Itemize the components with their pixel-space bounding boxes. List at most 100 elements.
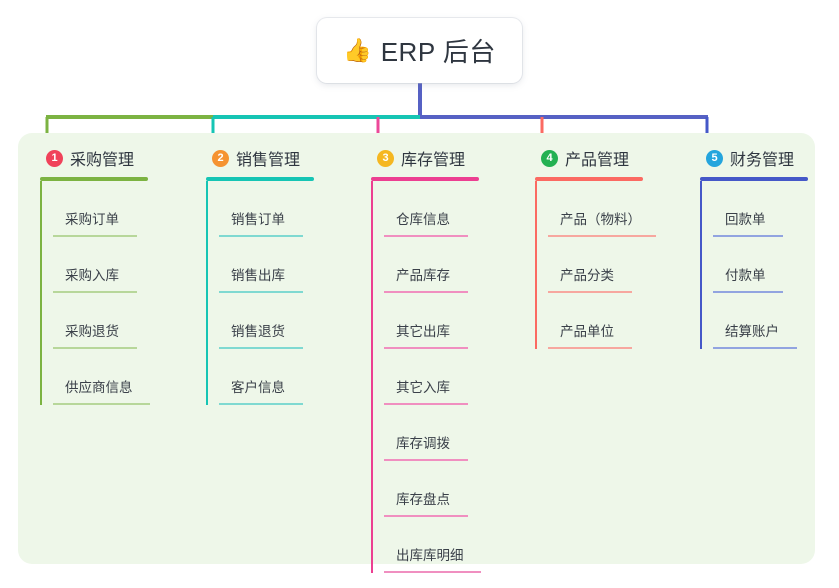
list-item[interactable]: 客户信息: [219, 349, 314, 405]
list-item-label: 采购入库: [65, 268, 119, 283]
column-header-rule-1: [40, 177, 148, 181]
list-item-label: 产品分类: [560, 268, 614, 283]
list-item-rule: [384, 403, 468, 405]
list-item[interactable]: 产品单位: [548, 293, 643, 349]
column-5: 5 财务管理回款单付款单结算账户: [700, 146, 808, 349]
list-item-label: 产品（物料）: [560, 212, 641, 227]
list-item[interactable]: 采购退货: [53, 293, 148, 349]
list-item-rule: [219, 235, 303, 237]
column-header-rule-4: [535, 177, 643, 181]
list-item-rule: [548, 235, 656, 237]
list-item-rule: [219, 403, 303, 405]
list-item-rule: [53, 403, 150, 405]
list-item[interactable]: 付款单: [713, 237, 808, 293]
list-item-label: 库存调拨: [396, 436, 450, 451]
column-1: 1 采购管理采购订单采购入库采购退货供应商信息: [40, 146, 150, 405]
list-item[interactable]: 回款单: [713, 181, 808, 237]
column-header-5[interactable]: 5 财务管理: [700, 146, 808, 170]
list-item[interactable]: 产品库存: [384, 237, 479, 293]
column-badge-2: 2: [212, 149, 229, 167]
list-item[interactable]: 产品（物料）: [548, 181, 656, 237]
column-items-4: 产品（物料） 产品分类产品单位: [535, 181, 656, 349]
column-2: 2 销售管理销售订单销售出库销售退货客户信息: [206, 146, 314, 405]
list-item[interactable]: 库存盘点: [384, 461, 479, 517]
column-header-rule-2: [206, 177, 314, 181]
list-item-label: 结算账户: [725, 324, 779, 339]
column-header-rule-3: [371, 177, 479, 181]
list-item[interactable]: 销售出库: [219, 237, 314, 293]
column-badge-1: 1: [46, 149, 63, 167]
list-item[interactable]: 销售订单: [219, 181, 314, 237]
list-item[interactable]: 库存调拨: [384, 405, 479, 461]
column-spine-5: [700, 181, 702, 349]
thumbs-up-icon: 👍: [343, 37, 372, 63]
root-node[interactable]: 👍 ERP 后台: [317, 18, 522, 83]
list-item-label: 客户信息: [231, 380, 285, 395]
column-title-5: 财务管理: [730, 152, 795, 169]
list-item-rule: [384, 459, 468, 461]
column-3: 3 库存管理仓库信息产品库存其它出库其它入库库存调拨库存盘点出库库明细: [371, 146, 481, 573]
list-item-rule: [53, 235, 137, 237]
list-item-rule: [548, 291, 632, 293]
column-title-3: 库存管理: [401, 152, 466, 169]
list-item-label: 产品库存: [396, 268, 450, 283]
list-item-rule: [548, 347, 632, 349]
list-item-label: 仓库信息: [396, 212, 450, 227]
list-item-label: 销售出库: [231, 268, 285, 283]
column-header-1[interactable]: 1 采购管理: [40, 146, 148, 170]
list-item-rule: [384, 515, 468, 517]
column-badge-5: 5: [706, 149, 723, 167]
column-items-1: 采购订单采购入库采购退货供应商信息: [40, 181, 150, 405]
list-item[interactable]: 仓库信息: [384, 181, 479, 237]
column-header-2[interactable]: 2 销售管理: [206, 146, 314, 170]
list-item[interactable]: 销售退货: [219, 293, 314, 349]
list-item[interactable]: 产品分类: [548, 237, 643, 293]
list-item-rule: [384, 291, 468, 293]
column-4: 4 产品管理产品（物料） 产品分类产品单位: [535, 146, 656, 349]
column-spine-2: [206, 181, 208, 405]
column-spine-3: [371, 181, 373, 573]
column-title-2: 销售管理: [236, 152, 301, 169]
list-item-label: 回款单: [725, 212, 766, 227]
list-item[interactable]: 出库库明细: [384, 517, 481, 573]
list-item-label: 销售订单: [231, 212, 285, 227]
list-item-label: 采购订单: [65, 212, 119, 227]
list-item[interactable]: 其它出库: [384, 293, 479, 349]
list-item-rule: [384, 571, 481, 573]
list-item-label: 采购退货: [65, 324, 119, 339]
list-item-rule: [53, 347, 137, 349]
list-item-label: 产品单位: [560, 324, 614, 339]
list-item[interactable]: 采购入库: [53, 237, 148, 293]
list-item-label: 销售退货: [231, 324, 285, 339]
list-item-rule: [713, 291, 783, 293]
list-item-rule: [713, 347, 797, 349]
list-item-label: 付款单: [725, 268, 766, 283]
column-header-4[interactable]: 4 产品管理: [535, 146, 643, 170]
column-spine-4: [535, 181, 537, 349]
list-item-label: 其它出库: [396, 324, 450, 339]
column-badge-4: 4: [541, 149, 558, 167]
column-items-2: 销售订单销售出库销售退货客户信息: [206, 181, 314, 405]
column-header-rule-5: [700, 177, 808, 181]
column-spine-1: [40, 181, 42, 405]
list-item-label: 库存盘点: [396, 492, 450, 507]
list-item-label: 供应商信息: [65, 380, 133, 395]
list-item[interactable]: 采购订单: [53, 181, 148, 237]
column-badge-3: 3: [377, 149, 394, 167]
list-item-rule: [53, 291, 137, 293]
column-header-3[interactable]: 3 库存管理: [371, 146, 479, 170]
list-item-rule: [384, 347, 468, 349]
column-items-3: 仓库信息产品库存其它出库其它入库库存调拨库存盘点出库库明细: [371, 181, 481, 573]
list-item-rule: [384, 235, 468, 237]
column-title-4: 产品管理: [565, 152, 630, 169]
column-items-5: 回款单付款单结算账户: [700, 181, 808, 349]
list-item-rule: [713, 235, 783, 237]
list-item[interactable]: 结算账户: [713, 293, 808, 349]
list-item-rule: [219, 347, 303, 349]
list-item[interactable]: 供应商信息: [53, 349, 150, 405]
list-item-rule: [219, 291, 303, 293]
column-title-1: 采购管理: [70, 152, 135, 169]
root-title: ERP 后台: [380, 37, 496, 67]
list-item[interactable]: 其它入库: [384, 349, 479, 405]
